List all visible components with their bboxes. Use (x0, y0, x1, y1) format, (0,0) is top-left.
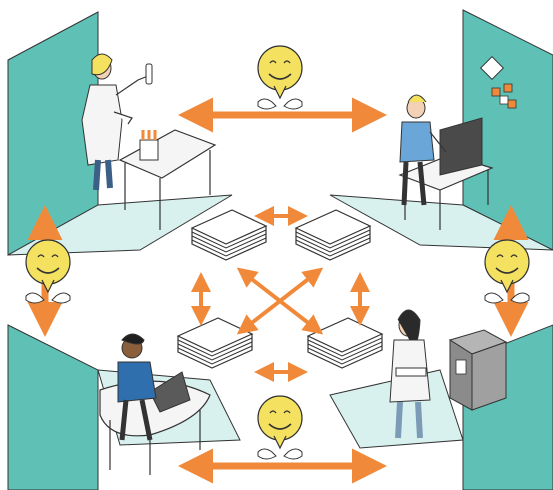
floor-tl (7, 194, 233, 256)
center-arrows (191, 206, 370, 382)
equipment-station (329, 309, 553, 490)
left-wall-bl (7, 324, 99, 490)
laptop (149, 371, 191, 413)
lab-table (118, 129, 217, 179)
smiley-handshake-icon (257, 395, 303, 460)
paper-stack-icon (307, 317, 383, 369)
scientist-coat (81, 84, 123, 166)
arrow-diagonal-icon (236, 267, 324, 335)
lab-station (7, 11, 233, 256)
smiley-handshake-icon (484, 239, 530, 304)
paper-stack-icon (295, 209, 371, 261)
paper-stack-icon (191, 209, 267, 261)
paper-stacks (177, 209, 383, 369)
monitor (439, 117, 483, 176)
held-test-tube (145, 63, 153, 85)
laptop-station (7, 324, 241, 490)
computer-station (329, 9, 553, 251)
equipment-cabinet (471, 341, 507, 411)
test-tube-rack (139, 139, 159, 161)
paper-stack-icon (177, 317, 253, 369)
smiley-handshake-icon (257, 45, 303, 110)
worker-jacket (117, 361, 157, 403)
held-papers (395, 367, 427, 377)
sticky-note (479, 55, 505, 81)
worker-sweater (399, 121, 435, 163)
